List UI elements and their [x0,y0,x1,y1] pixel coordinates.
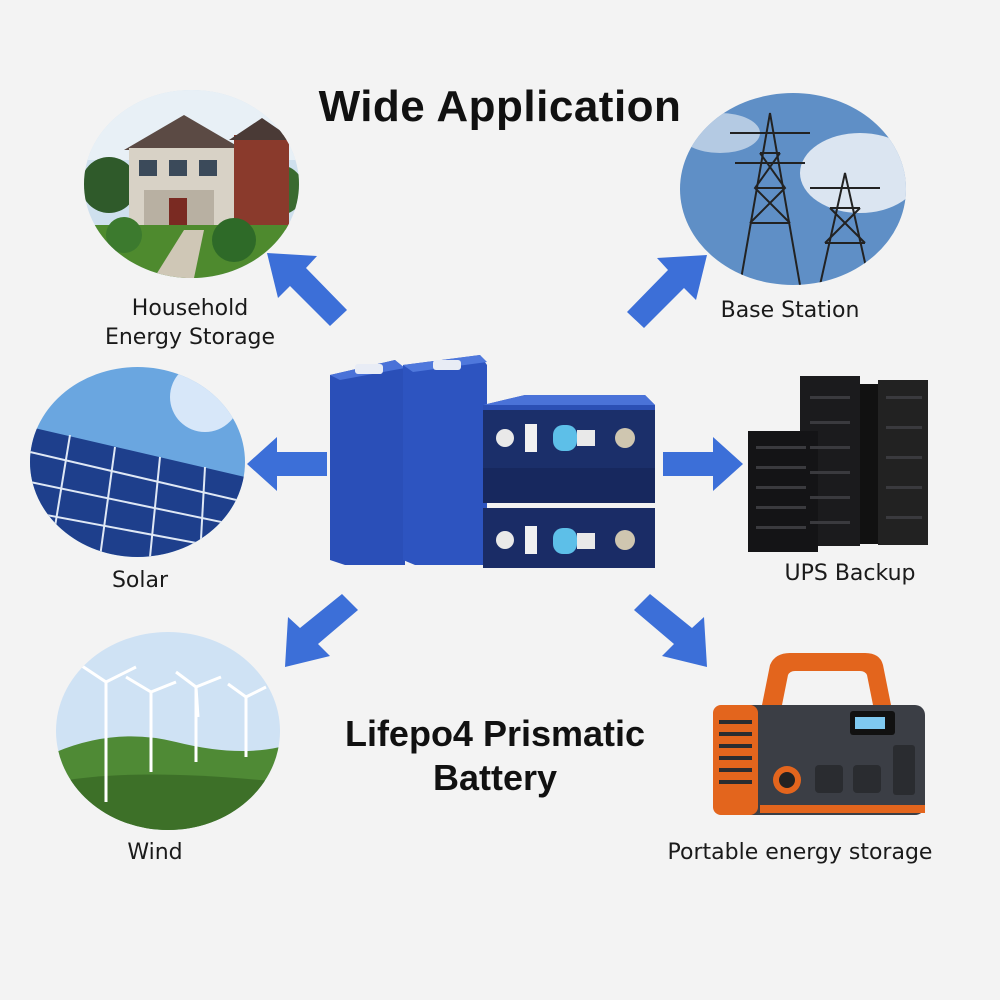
battery-cells-image [325,350,665,575]
arrow-to-household-icon [267,253,347,326]
ups-image [748,376,930,552]
arrow-to-ups-icon [663,437,743,491]
ups-label: UPS Backup [784,561,916,586]
page-title: Wide Application [318,82,682,131]
household-label-line2: Energy Storage [104,325,276,350]
product-name: Lifepo4 Prismatic Battery [300,712,690,800]
arrow-to-solar-icon [247,437,327,491]
arrow-to-base-station-icon [627,255,707,328]
portable-image [705,645,930,825]
base-station-label: Base Station [720,298,860,323]
wind-label: Wind [127,840,183,865]
solar-image [30,367,245,557]
arrow-to-portable-icon [634,594,707,667]
household-label-line1: Household [131,296,249,321]
base-station-image [680,93,906,285]
wind-image [56,632,280,830]
arrow-to-wind-icon [285,594,358,667]
household-label: Household Energy Storage [90,294,290,352]
solar-label: Solar [111,568,169,593]
portable-label: Portable energy storage [667,840,933,865]
product-name-line2: Battery [432,757,558,798]
product-name-line1: Lifepo4 Prismatic [344,713,646,754]
household-image [84,90,299,278]
